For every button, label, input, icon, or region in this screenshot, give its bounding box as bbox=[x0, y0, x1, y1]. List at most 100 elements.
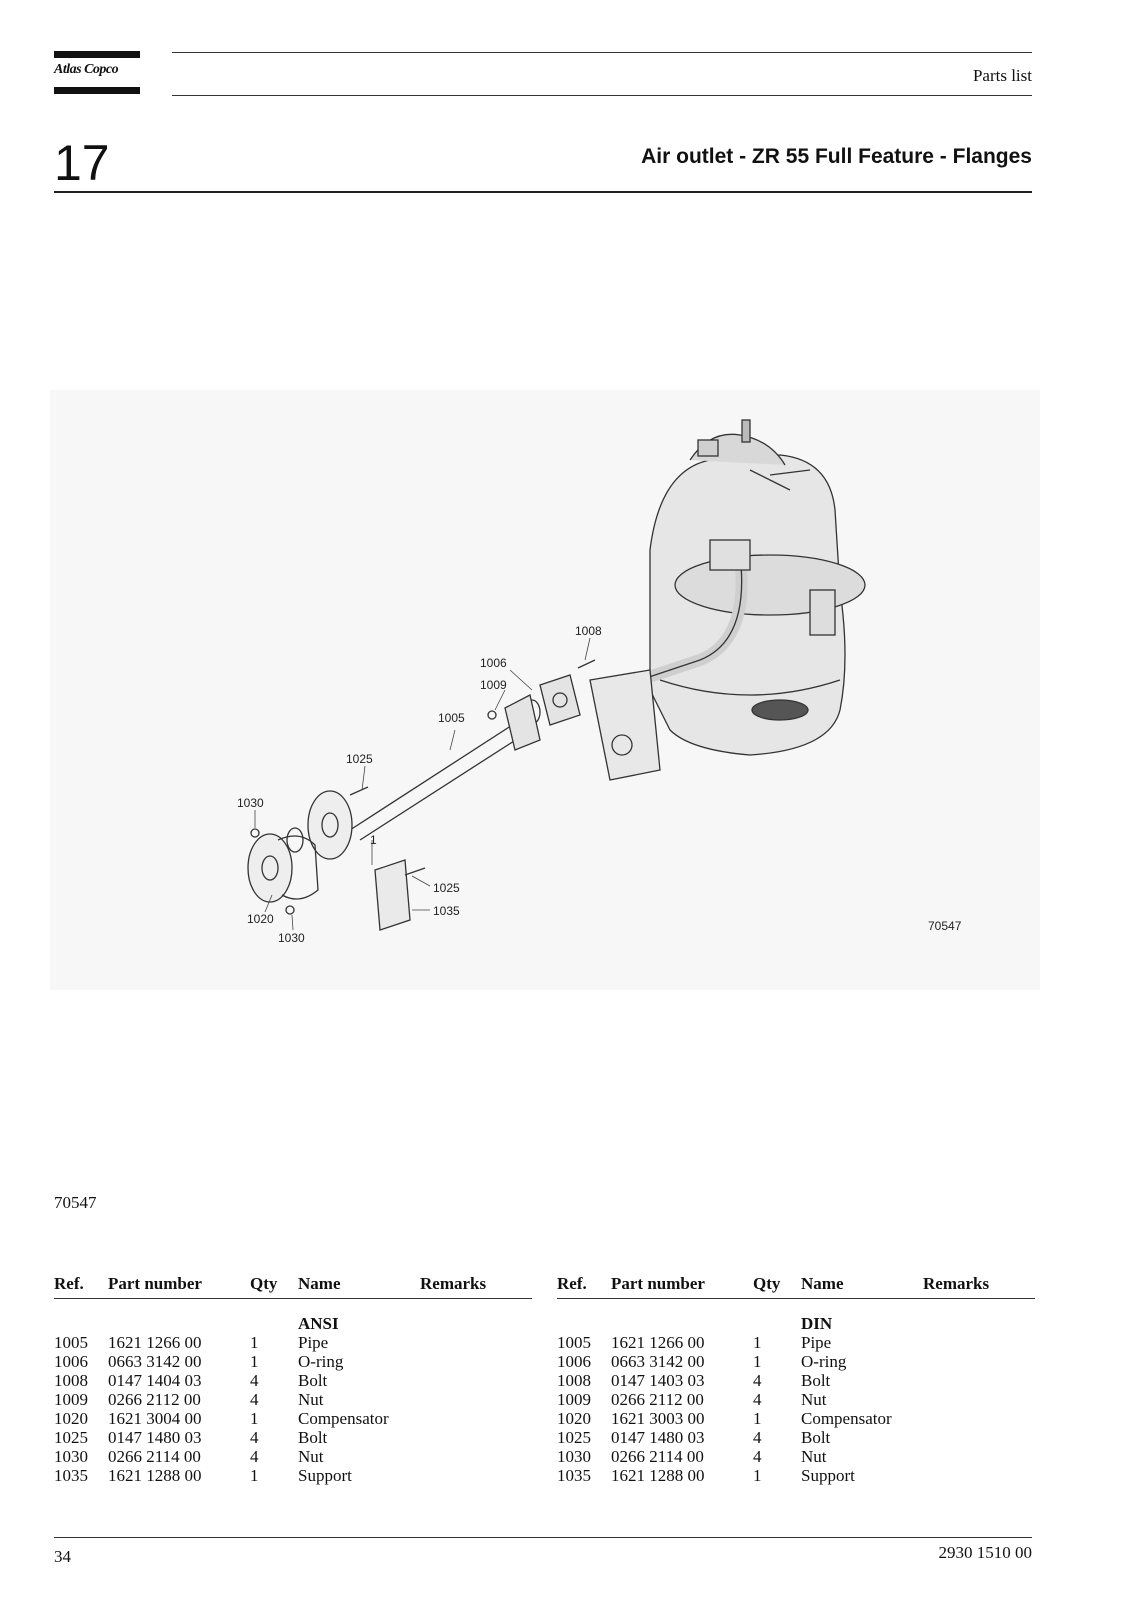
part-number-cell: 1621 3003 00 bbox=[611, 1409, 705, 1428]
callout-leader-lines bbox=[254, 637, 591, 931]
ref-cell: 1035 bbox=[557, 1466, 591, 1485]
col-qty: Qty bbox=[753, 1274, 781, 1293]
part-number-cell: 0266 2112 00 bbox=[108, 1390, 201, 1409]
callout-label: 1020 bbox=[247, 912, 274, 926]
logo-bar-top bbox=[54, 51, 140, 58]
ref-cell: 1020 bbox=[557, 1409, 591, 1428]
col-part-number: Part number bbox=[611, 1274, 705, 1293]
name-cell: O-ring bbox=[801, 1352, 847, 1371]
logo-text: Atlas Copco bbox=[54, 62, 119, 77]
logo-bar-bottom bbox=[54, 87, 140, 94]
callout-label: 1009 bbox=[480, 678, 507, 692]
ref-cell: 1005 bbox=[54, 1333, 88, 1352]
part-number-cell: 0147 1480 03 bbox=[108, 1428, 202, 1447]
part-number-cell: 0147 1403 03 bbox=[611, 1371, 705, 1390]
qty-cell: 4 bbox=[753, 1371, 762, 1390]
document-number: 2930 1510 00 bbox=[938, 1543, 1033, 1562]
callout-label: 1 bbox=[370, 833, 377, 847]
name-cell: Bolt bbox=[298, 1371, 328, 1390]
qty-cell: 1 bbox=[250, 1409, 259, 1428]
group-label: DIN bbox=[801, 1314, 833, 1333]
ref-cell: 1035 bbox=[54, 1466, 88, 1485]
group-heading: DIN bbox=[557, 1314, 1035, 1333]
callout-label: 1025 bbox=[433, 881, 460, 895]
qty-cell: 4 bbox=[250, 1390, 259, 1409]
header-rule-top bbox=[172, 52, 1032, 53]
ref-cell: 1009 bbox=[557, 1390, 591, 1409]
name-cell: Pipe bbox=[801, 1333, 832, 1352]
qty-cell: 1 bbox=[753, 1409, 762, 1428]
footer-rule bbox=[54, 1537, 1032, 1538]
col-name: Name bbox=[801, 1274, 844, 1293]
part-number-cell: 1621 1288 00 bbox=[611, 1466, 705, 1485]
col-part-number: Part number bbox=[108, 1274, 202, 1293]
ref-cell: 1008 bbox=[54, 1371, 88, 1390]
page-number: 34 bbox=[54, 1547, 71, 1566]
callout-label: 1030 bbox=[278, 931, 305, 945]
parts-table-ansi: Ref. Part number Qty Name Remarks ANSI 1… bbox=[54, 1274, 532, 1485]
qty-cell: 4 bbox=[250, 1428, 259, 1447]
part-number-cell: 0266 2112 00 bbox=[611, 1390, 704, 1409]
col-remarks: Remarks bbox=[420, 1274, 487, 1293]
qty-cell: 4 bbox=[250, 1371, 259, 1390]
part-number-cell: 0147 1480 03 bbox=[611, 1428, 705, 1447]
part-number-cell: 1621 1266 00 bbox=[108, 1333, 202, 1352]
part-number-cell: 0663 3142 00 bbox=[108, 1352, 202, 1371]
part-number-cell: 0663 3142 00 bbox=[611, 1352, 705, 1371]
qty-cell: 4 bbox=[753, 1428, 762, 1447]
outlet-pipe-assembly bbox=[247, 659, 596, 931]
part-number-cell: 0266 2114 00 bbox=[108, 1447, 201, 1466]
group-label: ANSI bbox=[298, 1314, 339, 1333]
callout-label: 1006 bbox=[480, 656, 507, 670]
name-cell: Bolt bbox=[801, 1371, 831, 1390]
header-rule-bottom bbox=[172, 95, 1032, 96]
parts-table-din: Ref. Part number Qty Name Remarks DIN 10… bbox=[557, 1274, 1035, 1485]
atlas-copco-logo: Atlas Copco bbox=[54, 51, 140, 95]
callout-label: 1005 bbox=[438, 711, 465, 725]
callout-label: 1008 bbox=[575, 624, 602, 638]
ref-cell: 1009 bbox=[54, 1390, 88, 1409]
name-cell: Compensator bbox=[801, 1409, 892, 1428]
name-cell: Pipe bbox=[298, 1333, 329, 1352]
qty-cell: 4 bbox=[753, 1390, 762, 1409]
name-cell: Nut bbox=[298, 1390, 324, 1409]
title-rule bbox=[54, 191, 1032, 193]
part-number-cell: 1621 1266 00 bbox=[611, 1333, 705, 1352]
part-number-cell: 1621 1288 00 bbox=[108, 1466, 202, 1485]
table-header: Ref. Part number Qty Name Remarks bbox=[557, 1274, 1035, 1299]
qty-cell: 4 bbox=[250, 1447, 259, 1466]
qty-cell: 1 bbox=[753, 1352, 762, 1371]
ref-cell: 1030 bbox=[557, 1447, 591, 1466]
page-title: Air outlet - ZR 55 Full Feature - Flange… bbox=[641, 145, 1032, 168]
callout-labels: 1008 1006 1009 1005 1025 1030 1 1025 103… bbox=[237, 624, 962, 945]
callout-label: 1035 bbox=[433, 904, 460, 918]
section-number: 17 bbox=[54, 135, 110, 191]
callout-label: 1025 bbox=[346, 752, 373, 766]
figure-caption: 70547 bbox=[54, 1193, 97, 1212]
group-heading: ANSI bbox=[54, 1314, 532, 1333]
ref-cell: 1020 bbox=[54, 1409, 88, 1428]
name-cell: Support bbox=[801, 1466, 855, 1485]
qty-cell: 1 bbox=[250, 1466, 259, 1485]
table-header: Ref. Part number Qty Name Remarks bbox=[54, 1274, 532, 1299]
qty-cell: 1 bbox=[753, 1333, 762, 1352]
ref-cell: 1025 bbox=[557, 1428, 591, 1447]
callout-label: 1030 bbox=[237, 796, 264, 810]
qty-cell: 4 bbox=[753, 1447, 762, 1466]
ref-cell: 1025 bbox=[54, 1428, 88, 1447]
name-cell: Compensator bbox=[298, 1409, 389, 1428]
exploded-view-figure: 1008 1006 1009 1005 1025 1030 1 1025 103… bbox=[50, 390, 1040, 990]
separator-vessel-drawing bbox=[589, 419, 866, 781]
